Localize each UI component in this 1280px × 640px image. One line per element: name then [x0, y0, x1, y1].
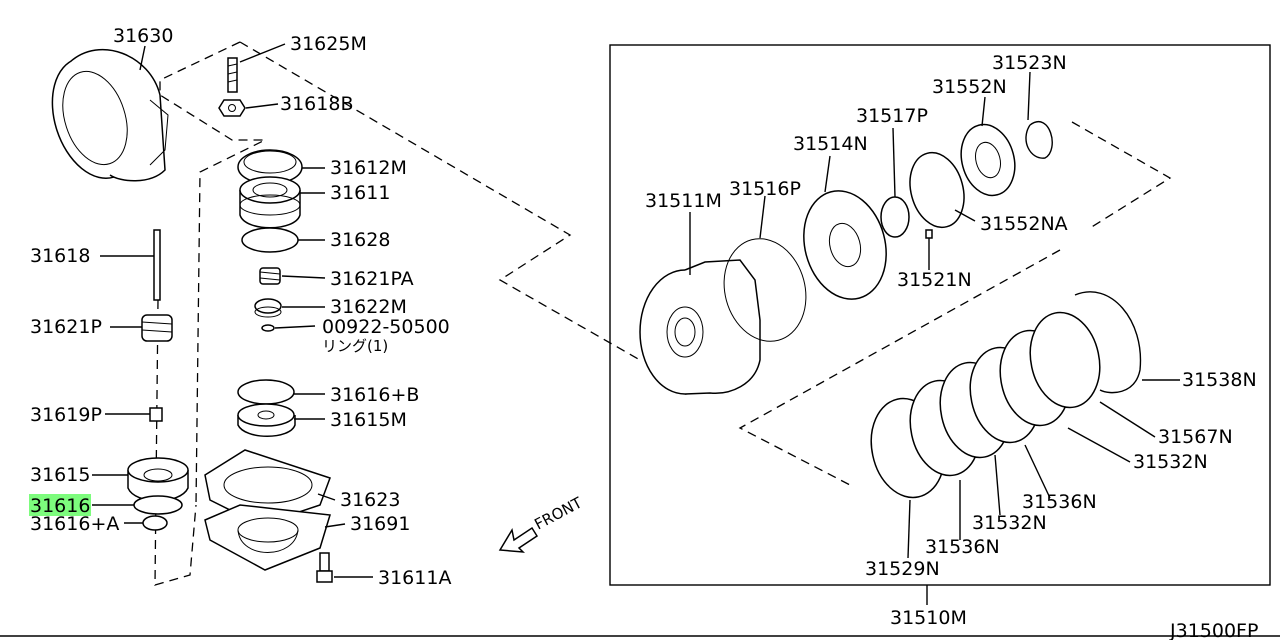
- label-31619P: 31619P: [30, 404, 102, 426]
- highlight-31616: [29, 494, 91, 516]
- label-31618B: 31618B: [280, 93, 353, 115]
- part-31691-cover: [204, 504, 331, 571]
- part-31616B-seal: [237, 379, 295, 405]
- label-31511M: 31511M: [645, 190, 722, 212]
- label-31536N-a: 31536N: [1022, 491, 1097, 513]
- label-31615: 31615: [30, 464, 90, 486]
- label-31521N: 31521N: [897, 269, 972, 291]
- label-31612M: 31612M: [330, 157, 407, 179]
- part-31611-piston: [239, 176, 301, 229]
- label-31611A: 31611A: [378, 567, 451, 589]
- part-31615-piston: [127, 457, 189, 502]
- label-31628: 31628: [330, 229, 390, 251]
- front-arrow-icon: [498, 526, 539, 553]
- label-31529N: 31529N: [865, 558, 940, 580]
- label-31516P: 31516P: [729, 178, 801, 200]
- label-31517P: 31517P: [856, 105, 928, 127]
- front-label: FRONT: [531, 493, 585, 533]
- part-31622M-retainer: [254, 298, 282, 318]
- part-31514N-piston: [803, 190, 887, 300]
- part-31616-seal: [133, 495, 183, 515]
- part-31516P-ring: [723, 238, 807, 342]
- part-31517P-seal: [880, 196, 910, 238]
- label-31552N: 31552N: [932, 76, 1007, 98]
- label-31616A: 31616+A: [30, 513, 119, 535]
- label-31536N-b: 31536N: [925, 536, 1000, 558]
- dashed-centerline-left: [154, 299, 197, 586]
- label-31611: 31611: [330, 182, 390, 204]
- label-31691: 31691: [350, 513, 410, 535]
- part-31630-drum: [51, 48, 169, 182]
- label-31538N: 31538N: [1182, 369, 1257, 391]
- label-31625M: 31625M: [290, 33, 367, 55]
- label-31616[interactable]: 31616: [30, 495, 90, 517]
- dashed-outline-right: [1071, 121, 1172, 229]
- part-31567N-plate: [1029, 311, 1101, 409]
- part-31552NA-plate: [909, 151, 965, 229]
- label-31630: 31630: [113, 25, 173, 47]
- part-31523N-snap-ring: [1025, 121, 1053, 159]
- part-31552N-plate: [960, 123, 1016, 197]
- label-31618: 31618: [30, 245, 90, 267]
- part-31621P-spring: [141, 314, 173, 342]
- label-31523N: 31523N: [992, 52, 1067, 74]
- label-00922-50500: 00922-50500: [322, 316, 450, 338]
- label-31510M: 31510M: [890, 607, 967, 629]
- dashed-outline-upper: [159, 41, 266, 506]
- label-31621PA: 31621PA: [330, 268, 414, 290]
- part-31628-seal: [241, 227, 299, 253]
- label-31616B: 31616+B: [330, 384, 419, 406]
- label-31567N: 31567N: [1158, 426, 1233, 448]
- label-31623: 31623: [340, 489, 400, 511]
- part-31625M-stud: [227, 57, 238, 93]
- label-31621P: 31621P: [30, 316, 102, 338]
- label-31532N-a: 31532N: [1133, 451, 1208, 473]
- label-00922-ring: リング(1): [322, 337, 388, 355]
- part-31619P: [149, 407, 163, 422]
- sub-assembly-frame: [609, 44, 1271, 586]
- leader-lines: [92, 43, 1180, 578]
- part-31621PA-spring: [259, 267, 281, 285]
- part-31618-rod: [153, 229, 161, 301]
- diagram-code: J31500FP: [1169, 620, 1258, 640]
- part-31538N-snap-ring: [1074, 291, 1142, 394]
- part-31611A-bolt: [316, 552, 333, 583]
- dashed-outline-lower: [738, 249, 1061, 486]
- label-31532N-b: 31532N: [972, 512, 1047, 534]
- part-31615M-piston: [237, 403, 296, 437]
- label-31622M: 31622M: [330, 296, 407, 318]
- part-31616A-seal: [142, 515, 168, 531]
- label-31552NA: 31552NA: [980, 213, 1068, 235]
- part-31618B-nut: [218, 99, 246, 117]
- label-31615M: 31615M: [330, 409, 407, 431]
- part-31511M-drum: [639, 259, 761, 395]
- part-31521N-ball: [925, 229, 933, 239]
- label-31514N: 31514N: [793, 133, 868, 155]
- part-00922-snap-ring: [261, 324, 275, 332]
- dashed-outline-long: [239, 41, 641, 361]
